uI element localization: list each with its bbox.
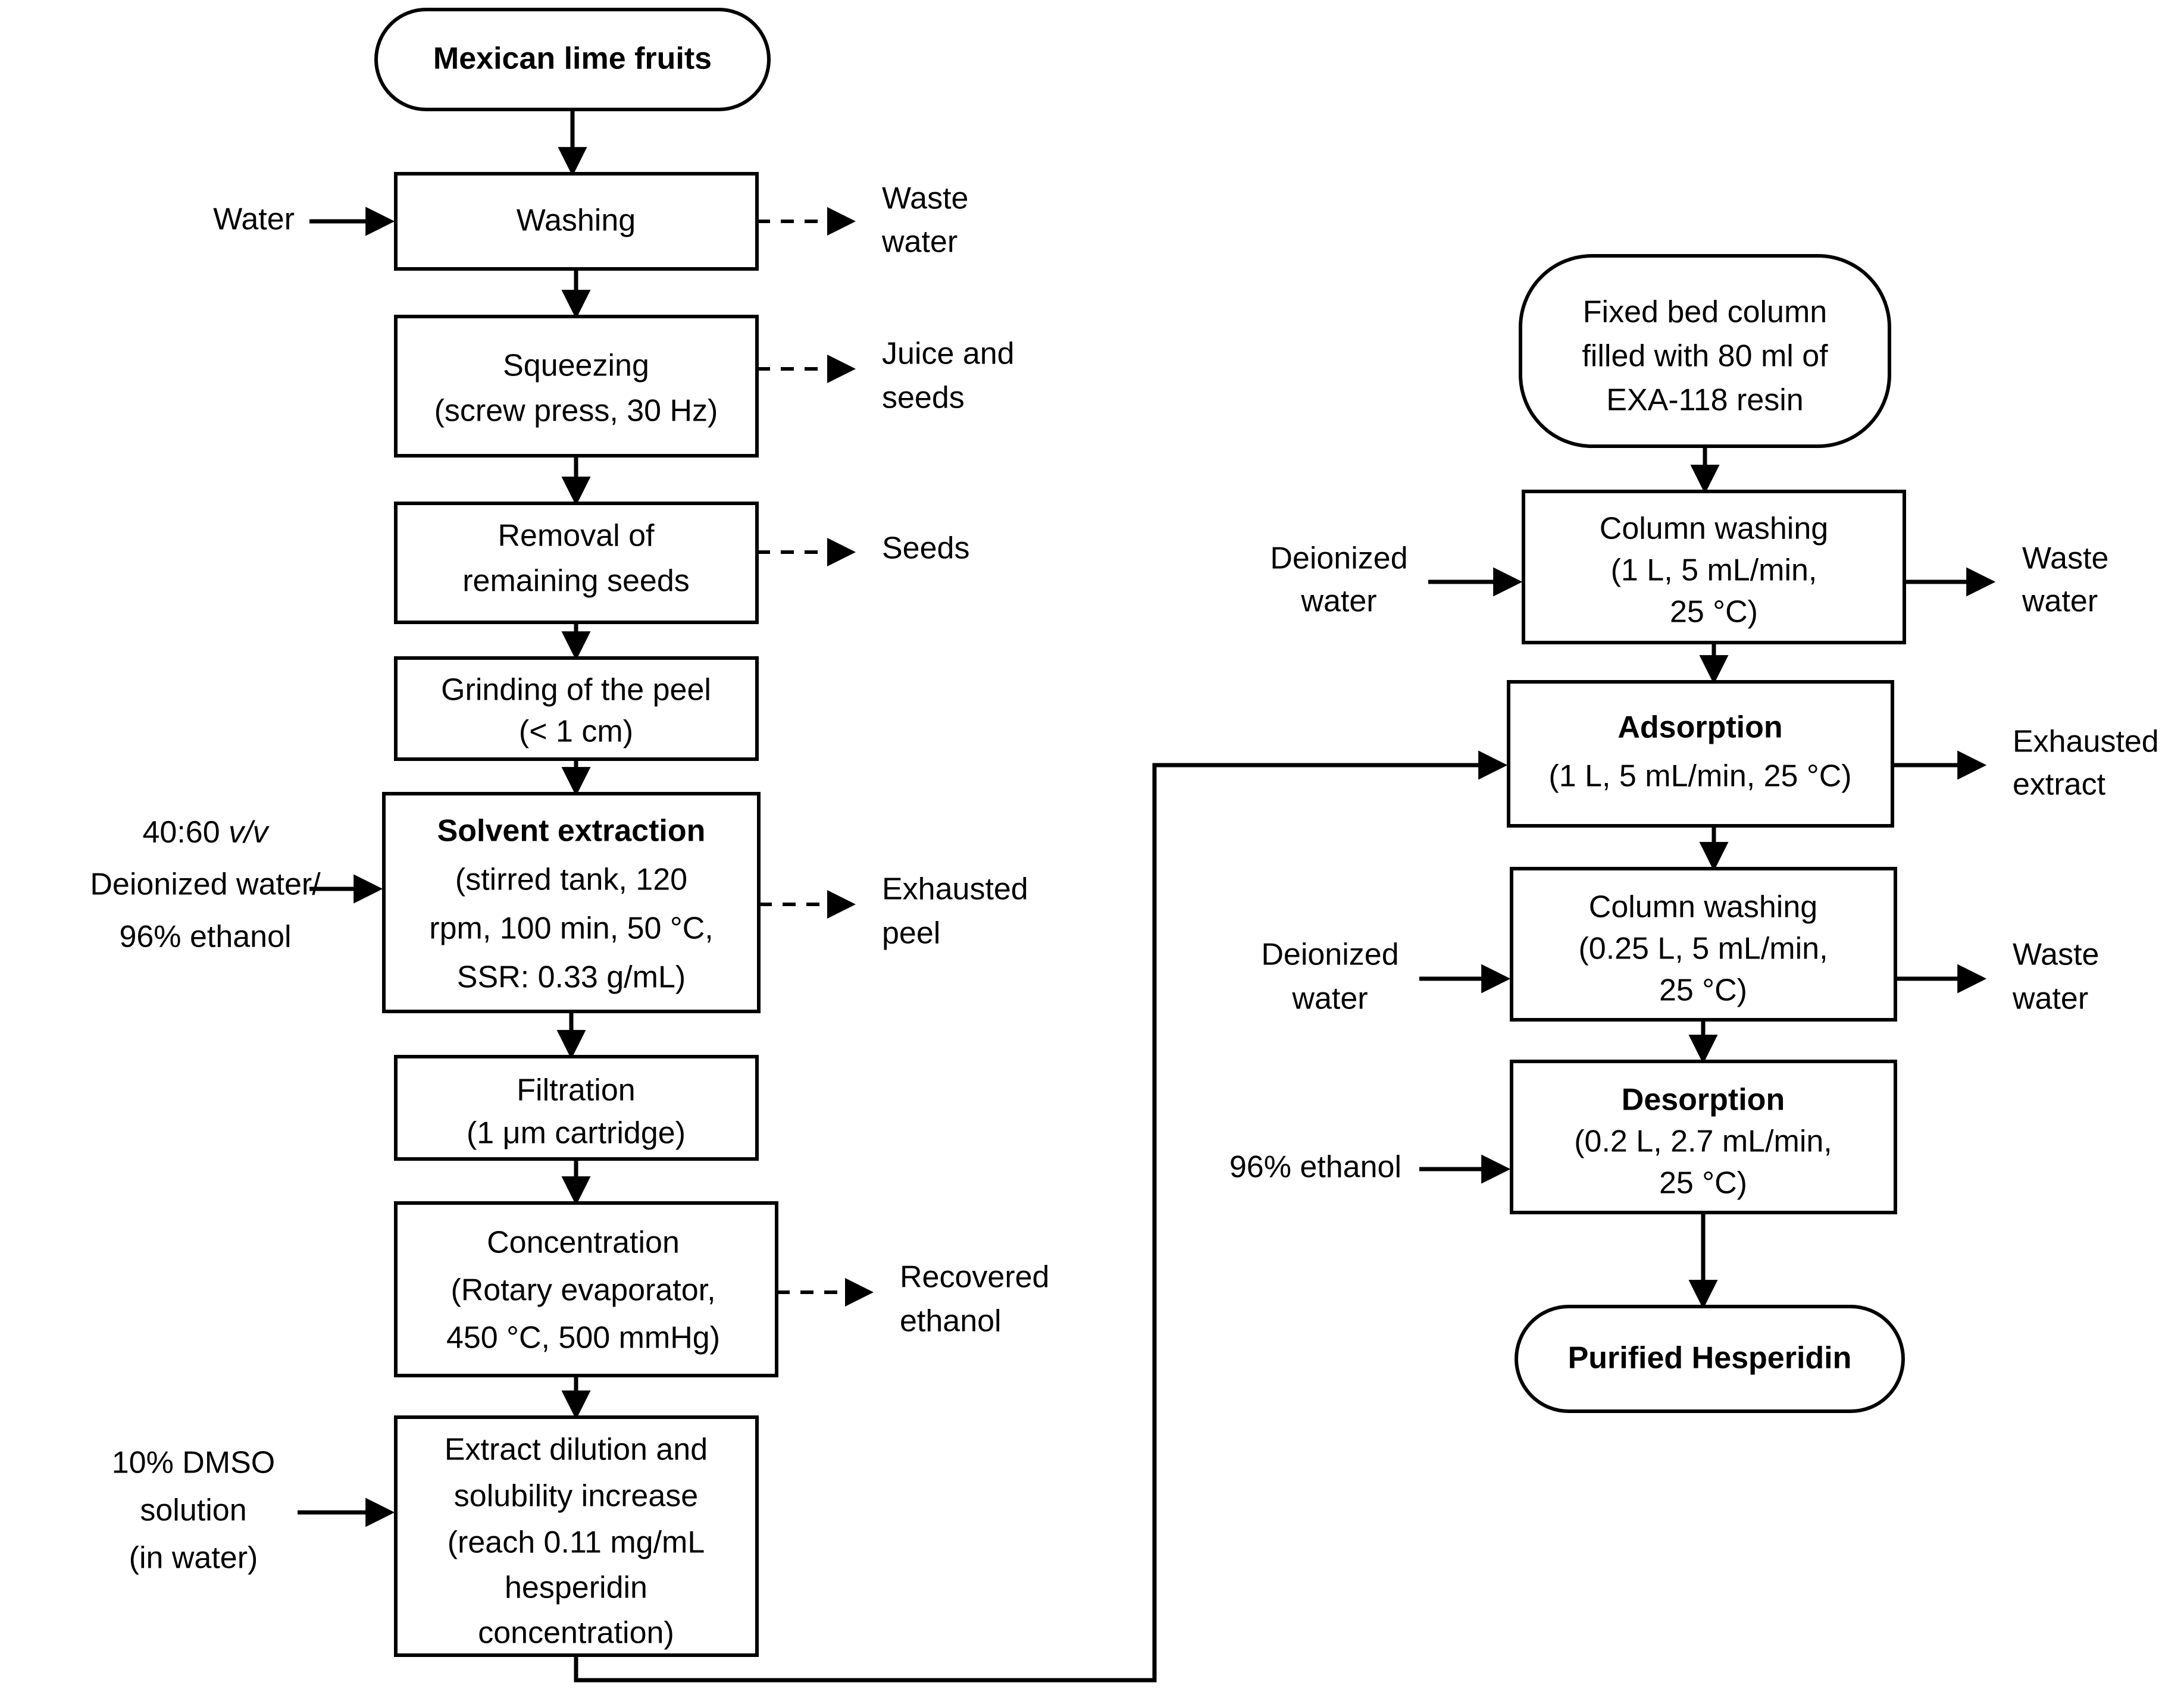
node-label-line4: hesperidin (505, 1571, 647, 1605)
output-label-juice-seeds-line1: Juice and (882, 337, 1015, 371)
output-label-seeds: Seeds (882, 531, 969, 566)
output-label-waste-water-line1: Waste (882, 181, 968, 216)
node-purified-hesperidin[interactable]: Purified Hesperidin (1515, 1305, 1905, 1413)
node-label-line1: Grinding of the peel (441, 673, 711, 707)
node-column-washing-2[interactable]: Column washing (0.25 L, 5 mL/min, 25 °C) (1510, 867, 1897, 1022)
input-label-deionized-water-2-line1: Deionized (1261, 938, 1398, 972)
input-label-solvent-ethanol: 96% ethanol (119, 920, 291, 954)
node-label-line1: Concentration (487, 1226, 680, 1260)
node-label-line2: filled with 80 ml of (1582, 339, 1828, 374)
input-label-solvent-water: Deionized water/ (90, 867, 321, 902)
edge-dilution-to-adsorption-feedback (574, 750, 1508, 1683)
output-label-exhausted-peel-line2: peel (882, 916, 940, 951)
node-fixed-bed-column[interactable]: Fixed bed column filled with 80 ml of EX… (1519, 254, 1891, 448)
output-label-waste-water-2-line1: Waste (2013, 938, 2099, 972)
node-label-line4: SSR: 0.33 g/mL) (457, 960, 686, 995)
node-label-line2: (< 1 cm) (519, 715, 633, 749)
node-column-washing-1[interactable]: Column washing (1 L, 5 mL/min, 25 °C) (1522, 490, 1906, 644)
node-label-line5: concentration) (478, 1616, 674, 1650)
node-filtration[interactable]: Filtration (1 μm cartridge) (394, 1055, 759, 1161)
node-label-line2: solubility increase (454, 1479, 698, 1514)
output-label-exhausted-peel-line1: Exhausted (882, 872, 1028, 907)
node-label-line3: (reach 0.11 mg/mL (448, 1525, 705, 1560)
input-label-deionized-water-2-line2: water (1291, 982, 1368, 1016)
output-label-juice-seeds-line2: seeds (882, 381, 965, 415)
node-label-line2: (1 μm cartridge) (467, 1116, 686, 1151)
node-washing[interactable]: Washing (394, 172, 759, 271)
output-label-waste-water-1-line1: Waste (2022, 541, 2108, 576)
node-label: Purified Hesperidin (1568, 1341, 1852, 1376)
input-label-deionized-water-1-line1: Deionized (1270, 541, 1407, 576)
input-label-dmso-line2: solution (140, 1493, 246, 1528)
node-label-line3: 450 °C, 500 mmHg) (446, 1321, 720, 1355)
output-label-waste-water-2-line2: water (2012, 982, 2088, 1016)
node-label-line1: Extract dilution and (445, 1433, 708, 1467)
output-label-waste-water-line2: water (881, 225, 958, 259)
output-label-recovered-ethanol-line1: Recovered (900, 1260, 1049, 1295)
node-grinding[interactable]: Grinding of the peel (< 1 cm) (394, 656, 759, 761)
node-seed-removal[interactable]: Removal of remaining seeds (394, 502, 759, 624)
output-label-exhausted-extract-line2: extract (2013, 768, 2106, 802)
node-desorption[interactable]: Desorption (0.2 L, 2.7 mL/min, 25 °C) (1510, 1060, 1897, 1214)
node-label-line1: Solvent extraction (437, 814, 706, 848)
node-label-line1: Adsorption (1617, 710, 1782, 745)
node-mexican-lime-fruits[interactable]: Mexican lime fruits (374, 8, 771, 111)
node-label-line2: (Rotary evaporator, (450, 1273, 715, 1308)
input-label-water: Water (213, 202, 295, 237)
node-label-line3: 25 °C) (1659, 973, 1747, 1008)
node-label-line1: Removal of (498, 519, 655, 553)
node-label-line1: Fixed bed column (1583, 295, 1827, 330)
node-label-line2: (screw press, 30 Hz) (434, 394, 718, 428)
node-label-line3: EXA-118 resin (1606, 383, 1803, 418)
input-label-solvent-ratio: 40:60 v/v (142, 815, 270, 850)
node-label-line1: Filtration (517, 1073, 635, 1108)
node-adsorption[interactable]: Adsorption (1 L, 5 mL/min, 25 °C) (1507, 680, 1894, 828)
node-label: Mexican lime fruits (433, 42, 712, 76)
node-label-line1: Column washing (1589, 890, 1817, 925)
output-label-exhausted-extract-line1: Exhausted (2013, 725, 2159, 759)
node-concentration[interactable]: Concentration (Rotary evaporator, 450 °C… (394, 1201, 778, 1377)
node-squeezing[interactable]: Squeezing (screw press, 30 Hz) (394, 315, 759, 458)
output-label-waste-water-1-line2: water (2022, 584, 2098, 619)
input-label-deionized-water-1-line2: water (1300, 584, 1376, 619)
input-label-dmso-line3: (in water) (129, 1541, 258, 1575)
node-label-line2: (stirred tank, 120 (455, 863, 687, 897)
node-label: Washing (517, 203, 636, 238)
input-label-dmso-line1: 10% DMSO (112, 1446, 276, 1480)
node-label-line1: Column washing (1600, 512, 1828, 546)
node-label-line1: Squeezing (503, 349, 649, 383)
node-label-line2: (1 L, 5 mL/min, (1611, 553, 1817, 588)
node-label-line3: 25 °C) (1670, 595, 1758, 629)
node-label-line3: rpm, 100 min, 50 °C, (429, 911, 713, 946)
node-solvent-extraction[interactable]: Solvent extraction (stirred tank, 120 rp… (382, 792, 761, 1013)
node-label-line1: Desorption (1622, 1083, 1785, 1117)
node-extract-dilution[interactable]: Extract dilution and solubility increase… (394, 1415, 759, 1657)
input-label-ethanol: 96% ethanol (1229, 1150, 1401, 1185)
node-label-line2: remaining seeds (462, 564, 690, 599)
node-label-line3: 25 °C) (1659, 1166, 1747, 1201)
node-label-line2: (0.2 L, 2.7 mL/min, (1574, 1124, 1832, 1159)
node-label-line2: (1 L, 5 mL/min, 25 °C) (1548, 759, 1851, 794)
output-label-recovered-ethanol-line2: ethanol (900, 1304, 1002, 1339)
node-label-line2: (0.25 L, 5 mL/min, (1578, 932, 1828, 966)
